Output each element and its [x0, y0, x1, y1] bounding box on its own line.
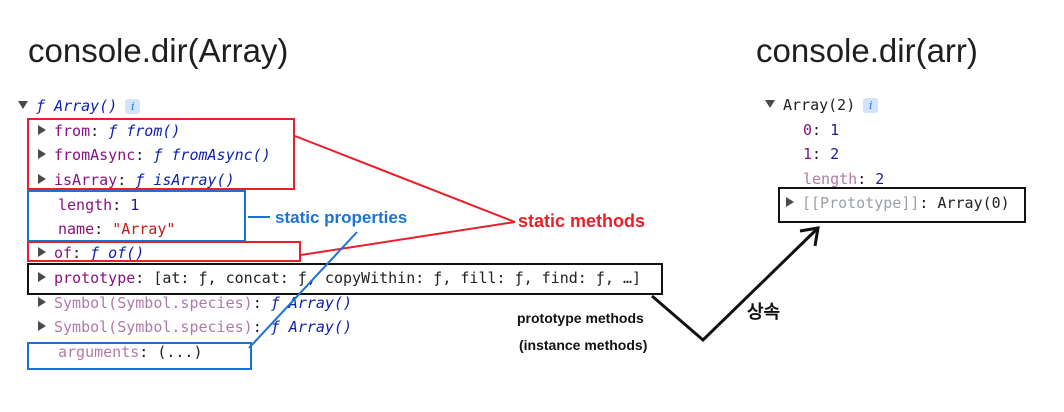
static-methods-label: static methods [518, 211, 646, 231]
function-symbol: ƒ [36, 97, 46, 115]
prop-from[interactable]: from: ƒ from() [38, 122, 180, 140]
arguments-box [27, 342, 252, 370]
arr-prototype[interactable]: [[Prototype]]: Array(0) [786, 194, 1010, 212]
prop-symbol-species-2[interactable]: Symbol(Symbol.species): ƒ Array() [38, 318, 352, 336]
prop-name: name: "Array" [58, 220, 176, 238]
prototype-methods-label: prototype methods [517, 310, 644, 326]
collapse-triangle-icon[interactable] [38, 272, 46, 282]
prop-isArray[interactable]: isArray: ƒ isArray() [38, 171, 235, 189]
ctor-name: Array() [54, 97, 118, 115]
static-methods-box-top [27, 118, 295, 190]
static-methods-connector [294, 135, 516, 256]
expand-triangle-icon[interactable] [18, 101, 28, 109]
array-ctor-header[interactable]: ƒ Array() i [18, 97, 141, 115]
right-title: console.dir(arr) [756, 32, 978, 69]
left-title: console.dir(Array) [28, 32, 289, 69]
expand-triangle-icon[interactable] [765, 100, 775, 108]
prototype-box [27, 263, 663, 295]
prop-length: length: 1 [58, 196, 140, 214]
arr-item-0: 0: 1 [803, 121, 840, 139]
static-properties-connector [248, 231, 358, 349]
collapse-triangle-icon[interactable] [38, 321, 46, 331]
arr-header[interactable]: Array(2)i [765, 96, 879, 114]
info-icon[interactable]: i [863, 98, 879, 113]
info-icon[interactable]: i [125, 99, 141, 114]
prop-prototype[interactable]: prototype: [at: ƒ, concat: ƒ, copyWithin… [38, 269, 641, 287]
collapse-triangle-icon[interactable] [38, 174, 46, 184]
prop-fromAsync[interactable]: fromAsync: ƒ fromAsync() [38, 146, 271, 164]
static-methods-box-of [27, 241, 301, 262]
collapse-triangle-icon[interactable] [786, 197, 794, 207]
arr-prototype-box [778, 187, 1026, 223]
collapse-triangle-icon[interactable] [38, 247, 46, 257]
collapse-triangle-icon[interactable] [38, 125, 46, 135]
arr-length: length: 2 [803, 170, 885, 188]
inherit-label: 상속 [747, 302, 781, 322]
static-properties-label: static properties [275, 208, 408, 227]
inherit-arrow [651, 226, 820, 343]
instance-methods-label: (instance methods) [519, 337, 648, 353]
collapse-triangle-icon[interactable] [38, 297, 46, 307]
arr-item-1: 1: 2 [803, 145, 840, 163]
prop-of[interactable]: of: ƒ of() [38, 244, 144, 262]
collapse-triangle-icon[interactable] [38, 149, 46, 159]
prop-arguments[interactable]: arguments: (...) [58, 343, 203, 361]
prop-symbol-species[interactable]: Symbol(Symbol.species): ƒ Array() [38, 294, 352, 312]
